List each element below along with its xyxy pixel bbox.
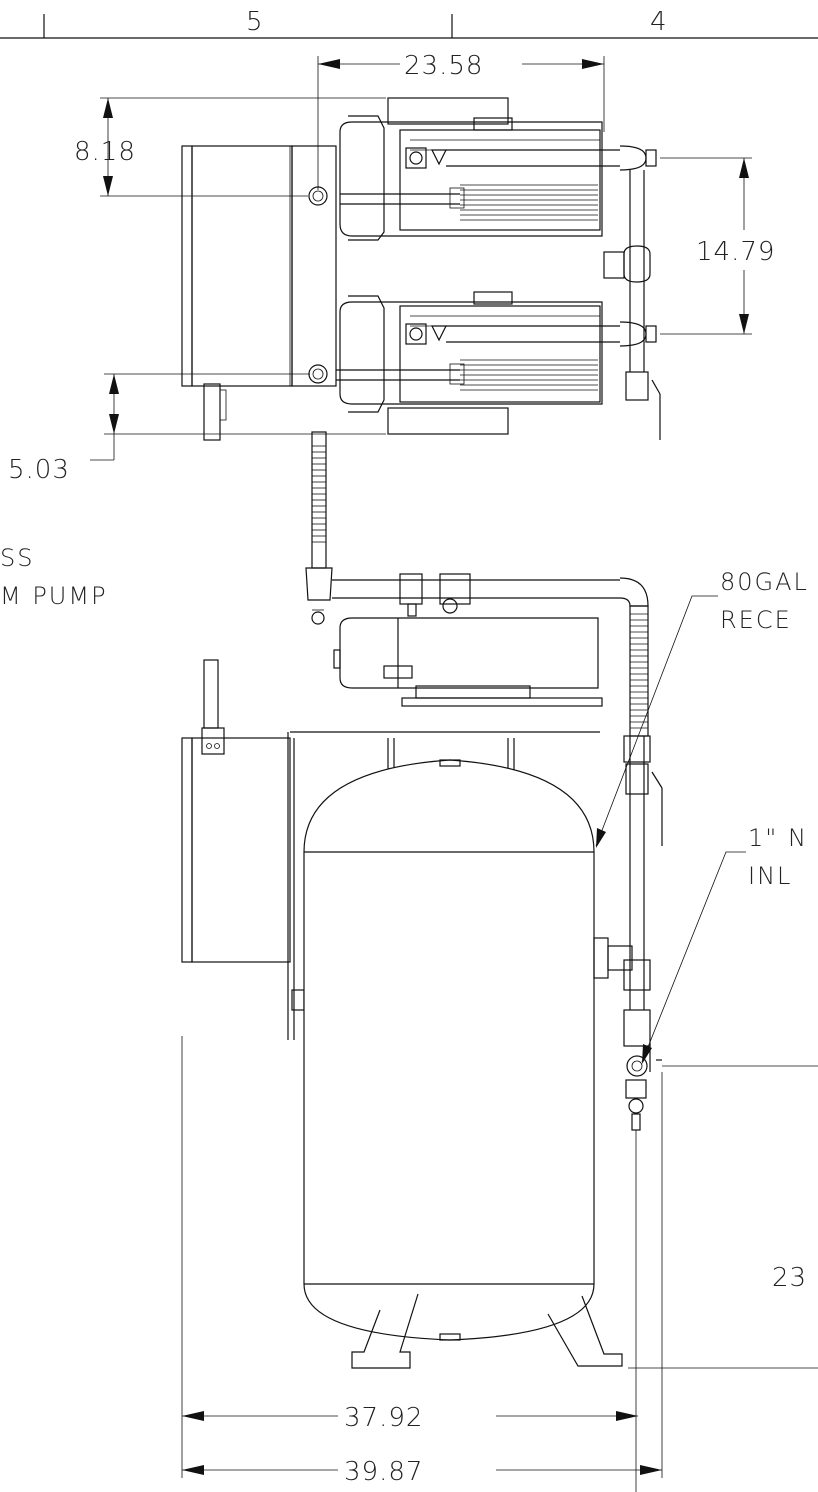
inlet-label-line1: 1" N — [748, 824, 808, 852]
receiver-label-line1: 80GAL — [720, 568, 809, 596]
callout-pump: SS M PUMP — [0, 544, 108, 610]
callout-receiver: 80GAL RECE — [595, 568, 809, 848]
dimension-5-03: 5.03 — [8, 373, 386, 485]
border-strip: 5 4 — [0, 7, 818, 39]
motor-fins-upper — [460, 184, 598, 221]
dim-23-text: 23 — [772, 1263, 807, 1293]
top-view-pump-assembly — [181, 97, 661, 441]
dim-39-87-text: 39.87 — [344, 1457, 423, 1487]
motor-fins-lower — [460, 359, 598, 391]
dimension-39-87: 39.87 — [182, 1072, 663, 1487]
inlet-label-line2: INL — [748, 862, 792, 890]
dim-5-03-text: 5.03 — [8, 455, 70, 485]
receiver-label-line2: RECE — [720, 606, 792, 634]
dim-14-79-text: 14.79 — [696, 237, 775, 267]
dimension-right-extensions: 23 — [628, 1065, 818, 1369]
tank-leg-left — [351, 1293, 419, 1369]
pump-label-line2: M PUMP — [0, 582, 108, 610]
zone-label-4: 4 — [650, 7, 668, 37]
dimension-14-79: 14.79 — [660, 157, 775, 335]
dim-37-92-text: 37.92 — [344, 1403, 423, 1433]
dimension-23-58: 23.58 — [317, 51, 605, 190]
flex-hose-right-corrugation — [630, 613, 648, 729]
tank-leg-right — [547, 1295, 623, 1367]
receiver-tank-shell — [303, 759, 595, 1341]
zone-label-5: 5 — [246, 7, 264, 37]
dim-8-18-text: 8.18 — [74, 137, 136, 167]
dimension-8-18: 8.18 — [74, 97, 386, 197]
dim-23-58-text: 23.58 — [404, 51, 483, 81]
front-view-assembly — [181, 431, 663, 1492]
callout-inlet: 1" N INL — [641, 824, 808, 1064]
dimension-37-92: 37.92 — [181, 1036, 638, 1478]
flex-hose-left-corrugation — [312, 445, 326, 543]
pump-label-line1: SS — [0, 544, 34, 572]
